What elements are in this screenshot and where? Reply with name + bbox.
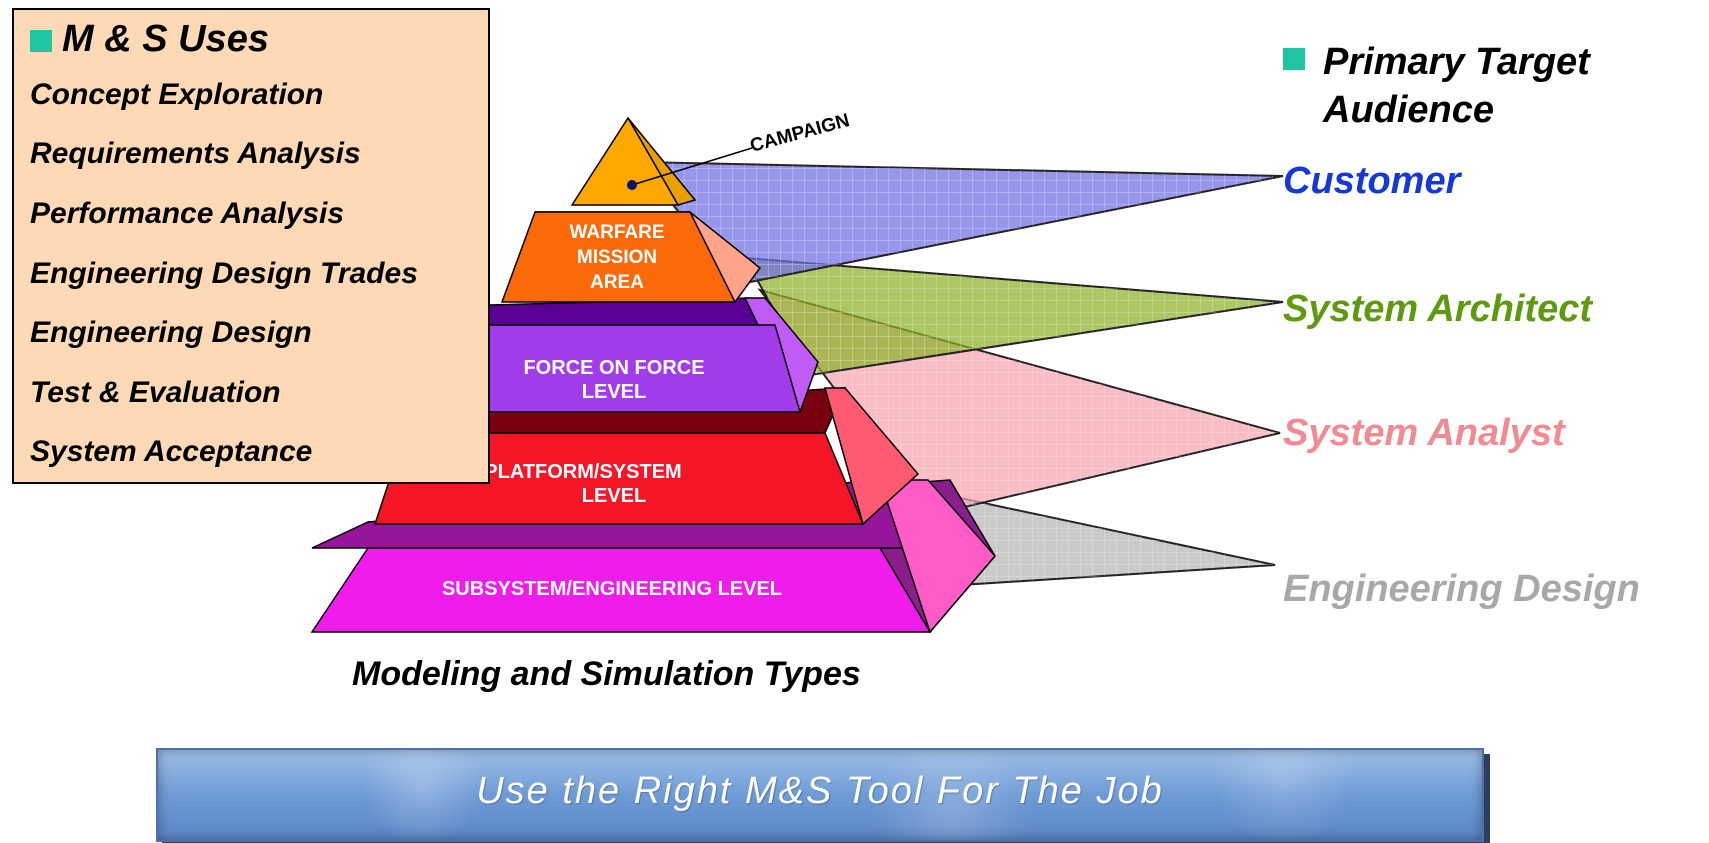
use-item: Test & Evaluation <box>30 376 281 409</box>
use-item: Requirements Analysis <box>30 137 361 170</box>
tier-campaign <box>570 116 753 206</box>
banner: Use the Right M&S Tool For The Job <box>156 748 1484 842</box>
tier-force <box>430 297 819 414</box>
square-bullet-icon <box>1283 48 1305 70</box>
square-bullet-icon <box>30 29 52 52</box>
use-item: Concept Exploration <box>30 78 324 111</box>
use-item: System Acceptance <box>30 435 313 468</box>
tier-warfare <box>500 211 762 303</box>
warfare-label-3: AREA <box>590 272 644 293</box>
use-item: Engineering Design Trades <box>30 257 418 290</box>
subsystem-label: SUBSYSTEM/ENGINEERING LEVEL <box>442 578 782 600</box>
uses-title: M & S Uses <box>30 18 269 61</box>
audience-customer: Customer <box>1283 160 1461 202</box>
warfare-label-1: WARFARE <box>570 222 665 243</box>
uses-panel: M & S Uses Concept Exploration Requireme… <box>12 8 490 484</box>
campaign-label: CAMPAIGN <box>748 110 852 157</box>
force-label-1: FORCE ON FORCE <box>523 357 704 379</box>
system-architect-beam <box>743 256 1284 377</box>
warfare-label-2: MISSION <box>577 247 657 268</box>
platform-label-1: PLATFORM/SYSTEM <box>484 461 681 483</box>
use-item: Engineering Design <box>30 316 312 349</box>
audience-system-architect: System Architect <box>1283 288 1593 330</box>
use-item: Performance Analysis <box>30 197 345 230</box>
audience-engineering-design: Engineering Design <box>1283 568 1640 610</box>
banner-text: Use the Right M&S Tool For The Job <box>476 770 1164 812</box>
platform-label-2: LEVEL <box>582 485 646 507</box>
audience-system-analyst: System Analyst <box>1283 412 1565 454</box>
engineering-design-beam <box>959 496 1276 587</box>
types-title: Modeling and Simulation Types <box>352 655 861 693</box>
customer-beam <box>637 160 1284 287</box>
force-label-2: LEVEL <box>582 381 646 403</box>
